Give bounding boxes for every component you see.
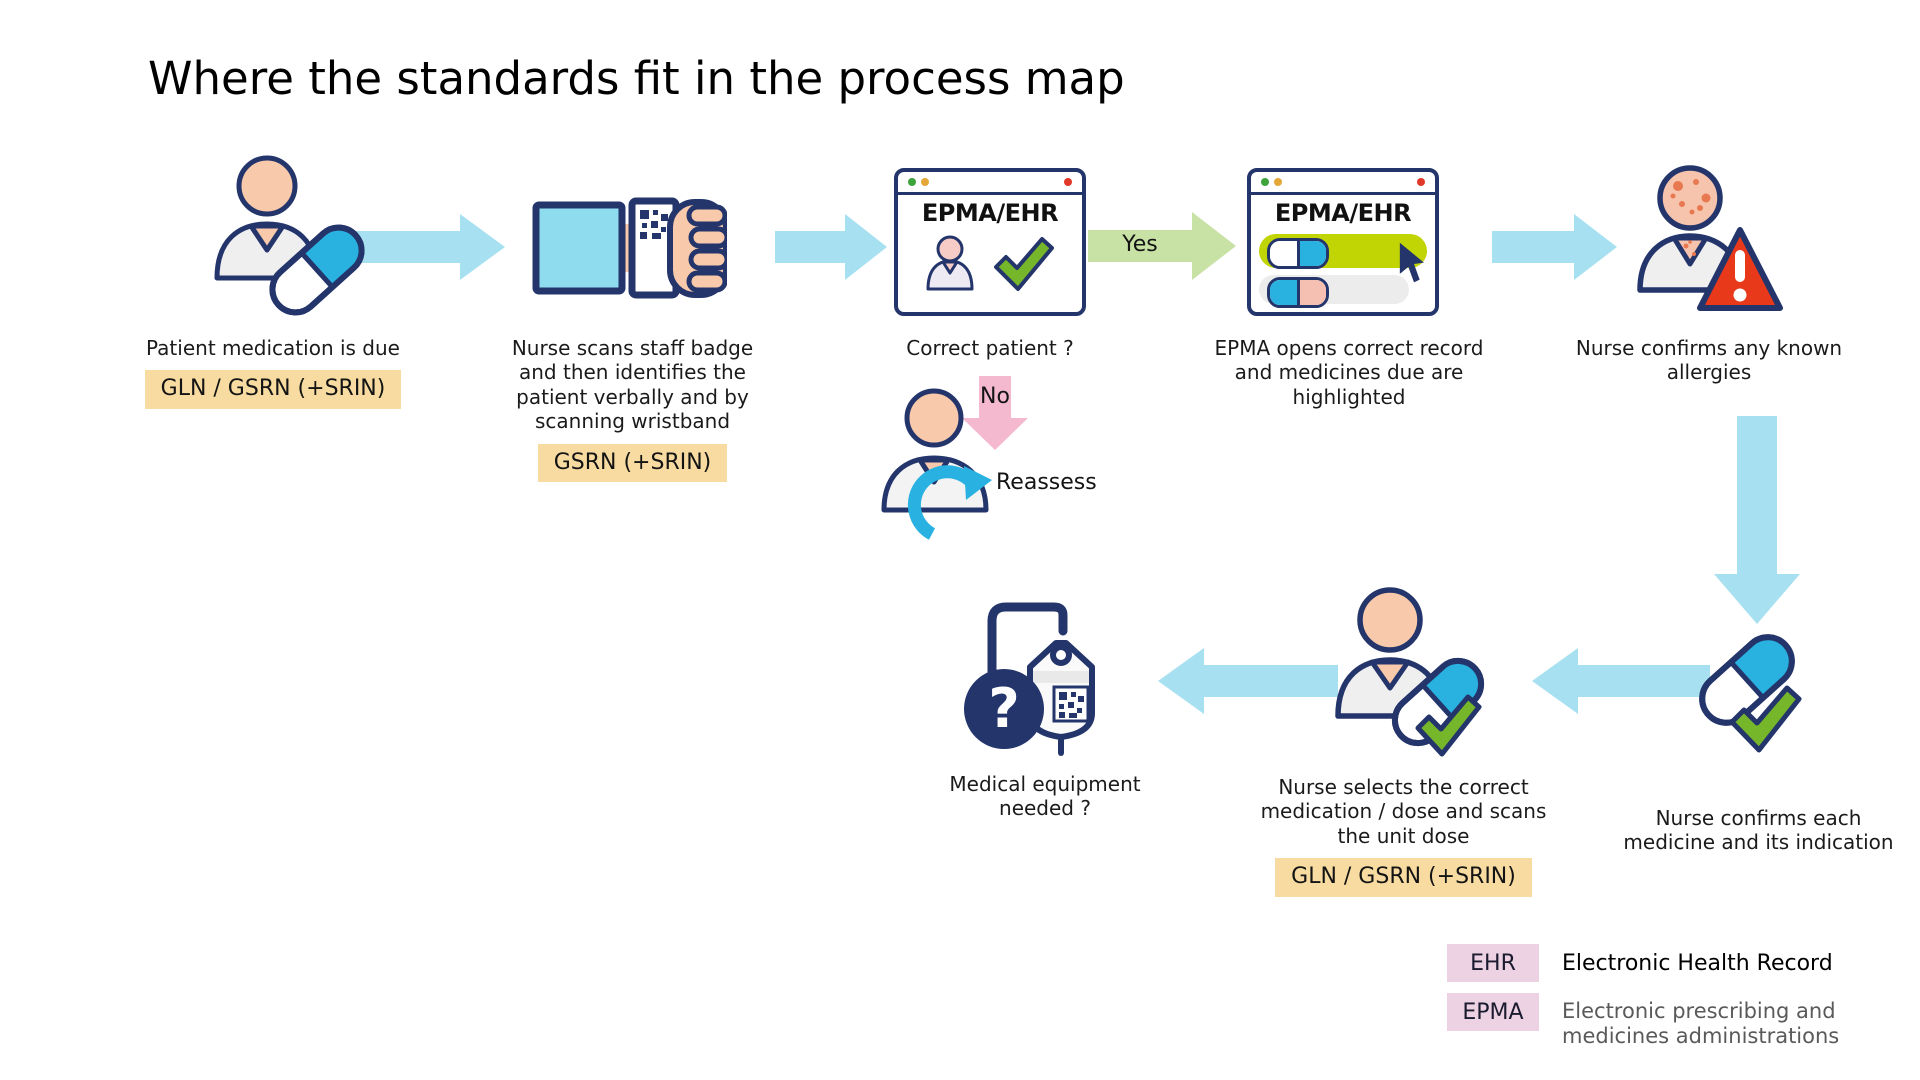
flow-arrow-right-3 [1492, 214, 1617, 280]
epma-ehr-window-record: EPMA/EHR [1247, 168, 1439, 316]
legend-epma-description: Electronic prescribing and medicines adm… [1562, 999, 1840, 1048]
medical-equipment-icon: ? [964, 602, 1095, 756]
flow-arrow-yes [1088, 212, 1236, 280]
step-caption: Nurse scans staff badge and then identif… [511, 336, 754, 434]
step-nurse-scans-caption-block: Nurse scans staff badge and then identif… [505, 336, 760, 483]
window-titlebar [1251, 172, 1435, 195]
standards-badge: GSRN (+SRIN) [537, 443, 728, 483]
flow-arrow-right-1 [350, 214, 505, 280]
window-titlebar [898, 172, 1082, 195]
window-title: EPMA/EHR [921, 199, 1059, 227]
standards-badge: GLN / GSRN (+SRIN) [1275, 858, 1532, 897]
allergy-nurse-icon [1637, 165, 1783, 311]
question-mark-glyph: ? [988, 677, 1019, 740]
step-epma-opens-caption: EPMA opens correct record and medicines … [1214, 336, 1484, 409]
no-label: No [980, 384, 1010, 409]
flow-arrow-left-2 [1158, 648, 1338, 714]
nurse-select-pill-icon [1335, 587, 1485, 757]
window-dot-red-icon [1417, 178, 1425, 186]
highlighted-medicine-row [1259, 234, 1427, 283]
mini-patient-icon [926, 235, 974, 291]
window-dot-yellow-icon [921, 178, 929, 186]
step-caption: Nurse selects the correct medication / d… [1260, 775, 1547, 848]
flow-arrow-right-2 [775, 214, 887, 280]
standards-badge: GLN / GSRN (+SRIN) [144, 370, 402, 410]
epma-ehr-window-patient: EPMA/EHR [894, 168, 1086, 316]
pill-icon [1267, 277, 1329, 308]
step-allergies-caption: Nurse confirms any known allergies [1575, 336, 1843, 385]
step-caption: Patient medication is due [146, 336, 400, 360]
medicine-row [1259, 275, 1409, 308]
reassess-label: Reassess [996, 470, 1097, 495]
window-dot-red-icon [1064, 178, 1072, 186]
step-select-med-caption-block: Nurse selects the correct medication / d… [1256, 775, 1551, 897]
yes-label: Yes [1122, 232, 1158, 257]
legend-ehr-badge: EHR [1447, 944, 1539, 982]
pill-check-icon [1699, 634, 1802, 753]
window-dot-green-icon [908, 178, 916, 186]
step-correct-patient-caption: Correct patient ? [906, 336, 1074, 360]
step-equipment-caption: Medical equipment needed ? [949, 772, 1141, 821]
step-confirm-each-caption: Nurse confirms each medicine and its ind… [1623, 806, 1894, 855]
flow-arrow-down [1714, 416, 1800, 624]
pill-icon [1267, 238, 1329, 269]
window-title: EPMA/EHR [1274, 199, 1412, 227]
cursor-icon [1399, 242, 1424, 283]
green-check-icon [994, 237, 1054, 291]
window-dot-yellow-icon [1274, 178, 1282, 186]
legend-ehr-description: Electronic Health Record [1562, 951, 1833, 976]
page-title: Where the standards fit in the process m… [148, 52, 1125, 105]
flow-arrow-left-1 [1532, 648, 1710, 714]
window-dot-green-icon [1261, 178, 1269, 186]
legend-epma-badge: EPMA [1447, 993, 1539, 1031]
flow-arrow-no [962, 376, 1028, 450]
step-patient-due-caption-block: Patient medication is due GLN / GSRN (+S… [118, 336, 428, 410]
reassess-person-icon [881, 388, 992, 540]
patient-pill-icon [214, 155, 365, 316]
wristband-scan-icon [532, 197, 727, 299]
